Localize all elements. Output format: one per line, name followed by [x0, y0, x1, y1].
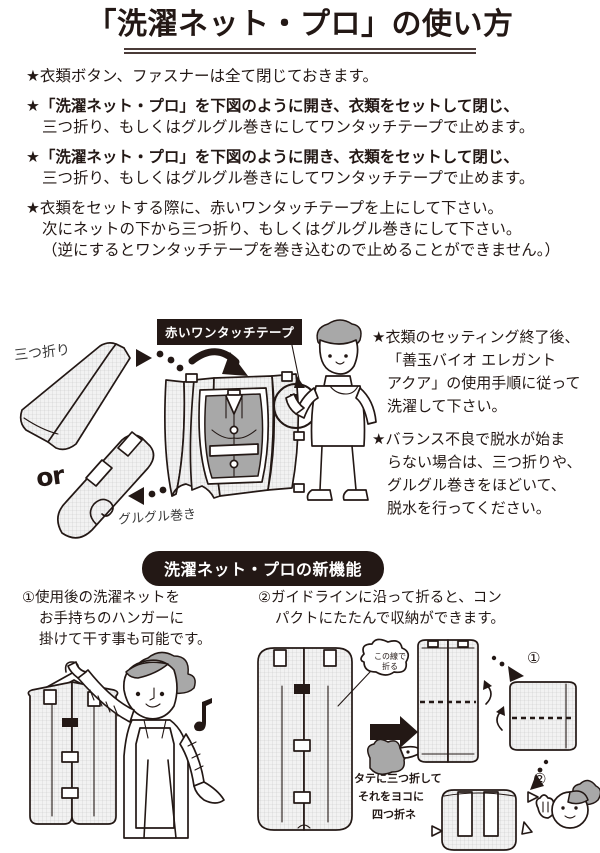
numbered-item-2: ②ガイドラインに沿って折ると、コン パクトにたたんで収納ができます。 [258, 588, 588, 630]
fold-arrow-upper [136, 349, 184, 372]
marker-triangle-c [521, 821, 533, 835]
right-notes-column: ★衣類のセッティング終了後、 「善玉バイオ エレガント アクア」の使用手順に従っ… [372, 326, 598, 530]
pointing-hand-icon [535, 794, 556, 819]
page-title: 「洗濯ネット・プロ」の使い方 [86, 8, 514, 41]
fold-line-bubble [337, 638, 410, 707]
bubble-line-2: 折る [382, 662, 398, 671]
bullet-line: ★「洗濯ネット・プロ」を下図のように開き、衣類をセットして閉じ、 [26, 98, 519, 115]
person-illustration [285, 319, 377, 501]
hanging-net-illustration [18, 648, 262, 848]
pet-doodle [367, 738, 423, 775]
tape-leader-arrow [294, 376, 305, 388]
right-note-line: ★バランス不良で脱水が始ま [372, 431, 566, 448]
numbered-line: ①使用後の洗濯ネットを [22, 590, 180, 606]
net-folded-vertical [417, 639, 479, 763]
bullet-line: ★「洗濯ネット・プロ」を下図のように開き、衣類をセットして閉じ、 [26, 149, 519, 166]
right-note-item: ★衣類のセッティング終了後、 「善玉バイオ エレガント アクア」の使用手順に従っ… [372, 326, 598, 418]
numbered-item-1: ①使用後の洗濯ネットを お手持ちのハンガーに 掛けて干す事も可能です。 [22, 588, 272, 651]
net-final-bundle [441, 789, 517, 851]
woman-figure [67, 651, 225, 839]
small-face-illustration [551, 779, 600, 829]
bullet-item: ★衣類をセットする際に、赤いワンタッチテープを上にして下さい。 次にネットの下か… [26, 198, 582, 261]
bullet-line: ★衣類ボタン、ファスナーは全て閉じておきます。 [26, 68, 378, 85]
right-note-line: ★衣類のセッティング終了後、 [372, 329, 580, 346]
title-rule-bottom [124, 51, 476, 54]
bullet-item: ★「洗濯ネット・プロ」を下図のように開き、衣類をセットして閉じ、 三つ折り、もし… [26, 96, 582, 138]
open-net-illustration [164, 371, 305, 499]
right-note-line: 洗濯して下さい。 [387, 398, 507, 415]
marker-triangle-b [431, 825, 443, 837]
right-note-line: グルグル巻きをほどいて、 [387, 477, 566, 494]
right-note-line: らない場合は、三つ折りや、 [387, 454, 582, 471]
fold-line-bubble-text: この線で 折る [368, 652, 412, 672]
hanging-net-svg [27, 651, 225, 839]
right-note-line: 脱水を行ってください。 [387, 500, 551, 517]
bullet-item: ★衣類ボタン、ファスナーは全て閉じておきます。 [26, 66, 582, 87]
bullet-item: ★「洗濯ネット・プロ」を下図のように開き、衣類をセットして閉じ、 三つ折り、もし… [26, 147, 582, 189]
fold-note-line-3: 四つ折ネ [372, 808, 416, 821]
right-note-item: ★バランス不良で脱水が始ま らない場合は、三つ折りや、 グルグル巻きをほどいて、… [372, 428, 598, 520]
step1-arrow [491, 655, 524, 682]
middle-illustration-svg [19, 319, 377, 539]
numbered-line: パクトにたたんで収納ができます。 [275, 611, 505, 627]
middle-illustration [0, 318, 377, 554]
title-underline [124, 47, 476, 54]
folding-sequence-svg [257, 638, 600, 851]
music-note-icon [194, 698, 212, 732]
net-folded-square [509, 681, 577, 751]
page-title-block: 「洗濯ネット・プロ」の使い方 [0, 8, 600, 54]
bullet-line: 三つ折り、もしくはグルグル巻きにしてワンタッチテープで止めます。 [42, 119, 535, 136]
bullet-line: ★衣類をセットする際に、赤いワンタッチテープを上にして下さい。 [26, 200, 504, 217]
right-note-line: 「善玉バイオ エレガント [387, 352, 557, 369]
marker-triangle-a [527, 791, 539, 803]
fold-note-line-1: タテに三つ折して [354, 772, 442, 785]
numbered-line: ②ガイドラインに沿って折ると、コン [258, 590, 502, 606]
step-marker-two: ② [533, 770, 547, 788]
bubble-line-1: この線で [374, 652, 406, 661]
step-marker-one: ① [527, 649, 541, 667]
new-features-section-header: 洗濯ネット・プロの新機能 [142, 551, 385, 586]
bullet-line: 三つ折り、もしくはグルグル巻きにしてワンタッチテープで止めます。 [42, 170, 535, 187]
rolled-net-illustration [57, 431, 155, 539]
numbered-line: 掛けて干す事も可能です。 [39, 632, 212, 648]
numbered-line: お手持ちのハンガーに [39, 611, 184, 627]
title-rule-top [124, 47, 476, 50]
fold-note-line-2: それをヨコに [358, 790, 424, 803]
step2-arrow [530, 759, 549, 790]
close-net-arrow [188, 348, 248, 376]
instruction-bullets: ★衣類ボタン、ファスナーは全て閉じておきます。 ★「洗濯ネット・プロ」を下図のよ… [26, 66, 582, 270]
right-note-line: アクア」の使用手順に従って [387, 375, 581, 392]
or-separator-label: or [34, 460, 66, 493]
bullet-line: 次にネットの下から三つ折り、もしくはグルグル巻きにして下さい。 [42, 221, 522, 238]
red-tape-label: 赤いワンタッチテープ [157, 319, 303, 345]
net-with-guidelines [257, 647, 353, 831]
bullet-line: （逆にするとワンタッチテープを巻き込むので止めることができません。） [42, 242, 561, 259]
trifold-net-illustration [19, 342, 131, 451]
folding-sequence-illustration [252, 638, 600, 852]
